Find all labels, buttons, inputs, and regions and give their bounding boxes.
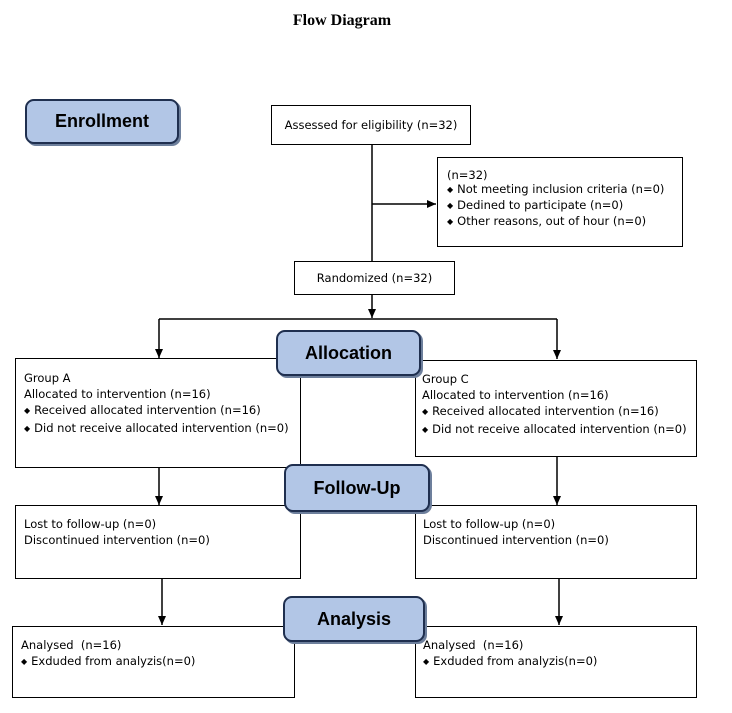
stage-followup: Follow-Up: [284, 464, 430, 512]
randomized-text: Randomized (n=32): [316, 271, 433, 285]
group-c-allocated: Allocated to intervention (n=16): [422, 388, 609, 402]
group-a-analysis-item: Exduded from analyzis(n=0): [21, 653, 294, 671]
group-a-allocation-item: Received allocated intervention (n=16): [24, 402, 300, 420]
stage-enrollment: Enrollment: [25, 99, 179, 144]
group-a-analysis-box: Analysed (n=16) Exduded from analyzis(n=…: [12, 626, 295, 698]
group-a-name: Group A: [24, 371, 71, 385]
group-c-followup-box: Lost to follow-up (n=0) Discontinued int…: [415, 505, 697, 579]
excluded-item: Dedined to participate (n=0): [447, 198, 682, 214]
group-a-analysed: Analysed (n=16): [21, 638, 122, 652]
group-c-discontinued: Discontinued intervention (n=0): [423, 533, 609, 547]
group-c-allocation-item: Received allocated intervention (n=16): [422, 403, 696, 421]
diagram-title: Flow Diagram: [292, 12, 392, 29]
group-c-allocation-item: Did not receive allocated intervention (…: [422, 421, 696, 439]
excluded-count: (n=32): [447, 168, 488, 182]
group-c-analysis-box: Analysed (n=16) Exduded from analyzis(n=…: [415, 626, 697, 698]
group-a-followup-box: Lost to follow-up (n=0) Discontinued int…: [15, 505, 301, 579]
group-a-discontinued: Discontinued intervention (n=0): [24, 533, 210, 547]
group-c-analysis-item: Exduded from analyzis(n=0): [423, 653, 696, 671]
group-c-allocation-box: Group C Allocated to intervention (n=16)…: [415, 360, 697, 457]
excluded-box: (n=32) Not meeting inclusion criteria (n…: [437, 157, 683, 247]
stage-analysis: Analysis: [283, 596, 425, 642]
excluded-item: Other reasons, out of hour (n=0): [447, 214, 682, 230]
assessed-text: Assessed for eligibility (n=32): [284, 118, 458, 132]
group-c-lost: Lost to follow-up (n=0): [423, 517, 556, 531]
randomized-box: Randomized (n=32): [294, 261, 455, 295]
group-a-allocation-box: Group A Allocated to intervention (n=16)…: [15, 358, 301, 468]
group-a-allocation-item: Did not receive allocated intervention (…: [24, 420, 300, 438]
group-a-lost: Lost to follow-up (n=0): [24, 517, 157, 531]
group-c-analysed: Analysed (n=16): [423, 638, 524, 652]
excluded-item: Not meeting inclusion criteria (n=0): [447, 182, 682, 198]
group-a-allocated: Allocated to intervention (n=16): [24, 387, 211, 401]
stage-allocation: Allocation: [276, 330, 421, 376]
group-c-name: Group C: [422, 372, 469, 386]
assessed-box: Assessed for eligibility (n=32): [271, 105, 471, 145]
